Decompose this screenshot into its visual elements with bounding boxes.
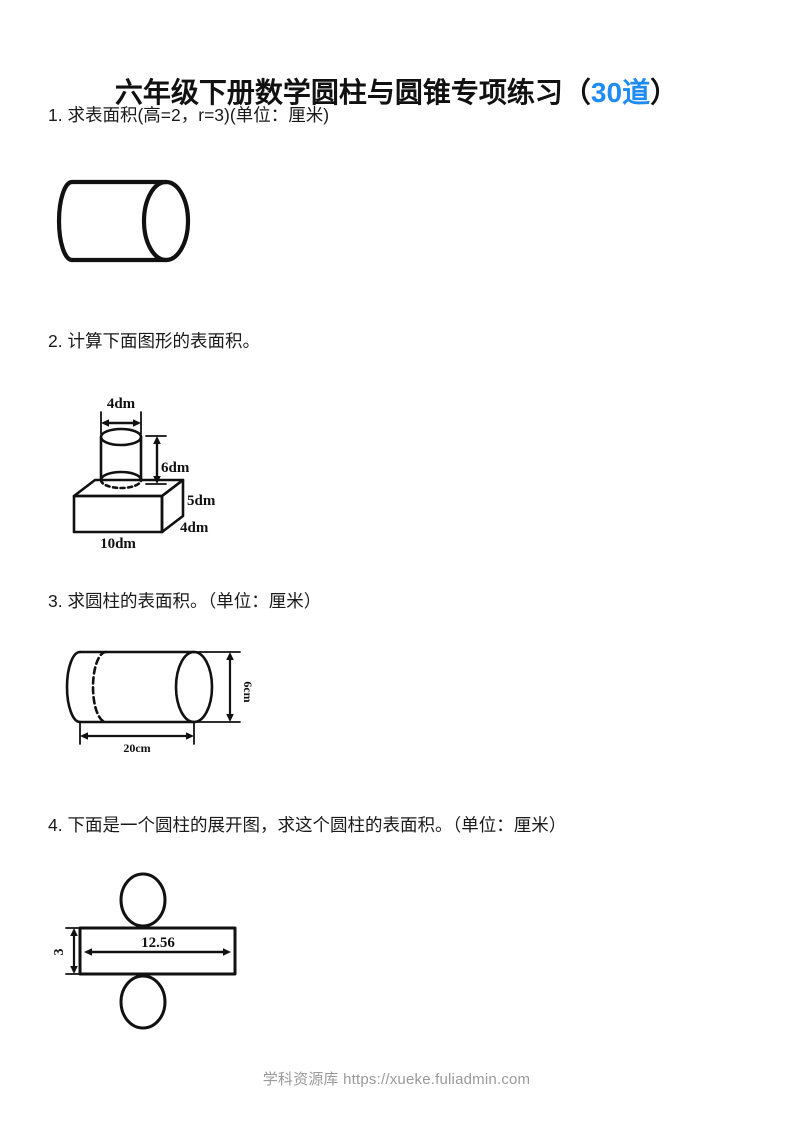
diameter-arrow-top — [226, 652, 234, 660]
net-top-circle — [119, 872, 167, 928]
question-1-number: 1. — [48, 105, 63, 125]
cylinder-right-ellipse — [141, 179, 191, 263]
question-1-body: 求表面积(高=2，r=3)(单位：厘米) — [67, 105, 330, 125]
cylinder-dimensioned-svg: 6cm 20cm — [65, 650, 255, 755]
figure-question-1-cylinder — [50, 165, 250, 280]
question-3-body: 求圆柱的表面积。（单位：厘米） — [67, 591, 322, 611]
cylinder-net-svg: 3 12.56 — [52, 872, 237, 1030]
height-arrow-top — [70, 928, 78, 936]
question-4-text: 4. 下面是一个圆柱的展开图，求这个圆柱的表面积。（单位：厘米） — [48, 814, 566, 838]
cylinder-bottom-ellipse-hidden — [99, 478, 143, 490]
question-4-number: 4. — [48, 815, 63, 835]
figure-question-2-cuboid-cylinder: 4dm 6dm 5dm 4dm 10dm — [62, 392, 252, 552]
cylinder-horizontal-svg — [56, 179, 191, 263]
width-arrow-left — [84, 948, 92, 956]
page-title-count: 30道 — [590, 76, 651, 108]
figure-question-3-cylinder: 6cm 20cm — [58, 640, 268, 760]
question-3-text: 3. 求圆柱的表面积。（单位：厘米） — [48, 590, 321, 614]
cuboid-right-face — [160, 478, 185, 534]
page-title-main: 六年级下册数学圆柱与圆锥专项练习 — [114, 76, 563, 108]
cylinder-back-ellipse-hidden — [91, 650, 108, 724]
length-arrow-right — [186, 732, 194, 740]
cuboid-with-cylinder-svg: 4dm 6dm 5dm 4dm 10dm — [72, 396, 216, 552]
label-cylinder-diameter: 4dm — [107, 396, 136, 412]
cylinder-right-ellipse — [174, 650, 214, 724]
page-title-paren-close: ） — [650, 76, 679, 108]
label-rectangle-height: 3 — [52, 949, 67, 956]
cylinder-left-arc — [56, 179, 75, 263]
height-arrow-bottom — [70, 966, 78, 974]
diameter-arrow-right — [133, 419, 141, 427]
cuboid-front-face — [72, 494, 164, 534]
net-lateral-rectangle — [78, 926, 237, 976]
page-title-paren-open: （ — [562, 76, 591, 108]
cylinder-bottom-ellipse-front — [99, 470, 143, 482]
question-4-body: 下面是一个圆柱的展开图，求这个圆柱的表面积。（单位：厘米） — [67, 815, 567, 835]
question-3-number: 3. — [48, 591, 63, 611]
length-arrow-left — [80, 732, 88, 740]
label-cylinder-length: 20cm — [123, 741, 150, 755]
diameter-arrow-left — [101, 419, 109, 427]
cylinder-left-arc — [65, 650, 82, 724]
figure-question-4-cylinder-net: 3 12.56 — [52, 872, 288, 1032]
label-cylinder-height: 6dm — [161, 460, 190, 476]
footer-watermark: 学科资源库 https://xueke.fuliadmin.com — [262, 1071, 531, 1088]
label-rectangle-width: 12.56 — [141, 935, 175, 951]
question-2-text: 2. 计算下面图形的表面积。 — [48, 330, 260, 354]
cylinder-top-ellipse — [99, 427, 143, 447]
page-title: 六年级下册数学圆柱与圆锥专项练习（30道） — [0, 77, 793, 109]
diameter-arrow-bottom — [226, 714, 234, 722]
label-cylinder-diameter: 6cm — [241, 681, 255, 702]
question-2-number: 2. — [48, 331, 63, 351]
label-cuboid-depth: 4dm — [180, 520, 209, 536]
question-1-text: 1. 求表面积(高=2，r=3)(单位：厘米) — [48, 104, 329, 128]
width-arrow-right — [223, 948, 231, 956]
height-arrow-top — [153, 436, 161, 444]
net-bottom-circle — [119, 974, 167, 1030]
label-cuboid-width: 10dm — [100, 536, 136, 552]
label-cuboid-height: 5dm — [187, 493, 216, 509]
question-2-body: 计算下面图形的表面积。 — [67, 331, 260, 351]
